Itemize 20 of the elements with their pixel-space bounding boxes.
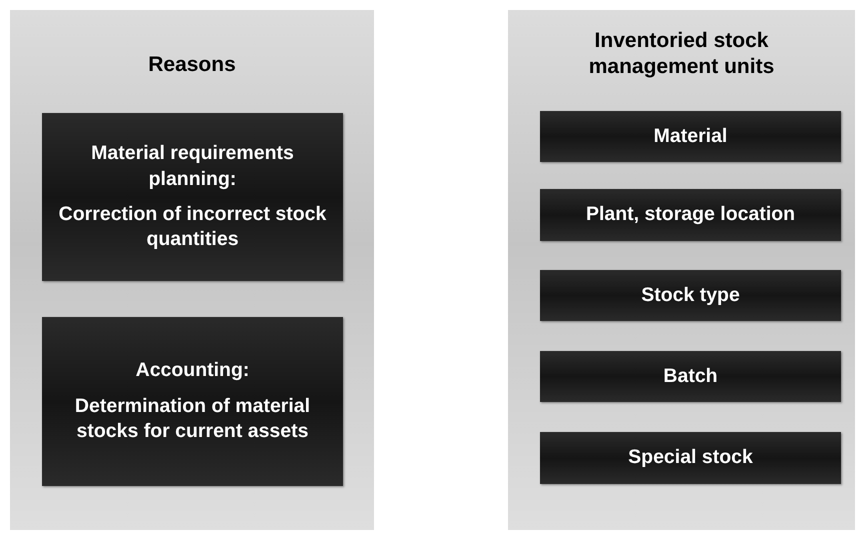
panel-background: [10, 10, 374, 530]
dark-box: [540, 351, 841, 402]
box-text: Determination of material stocks for current assets: [74, 394, 312, 444]
dark-box: [540, 432, 841, 484]
box-text: Plant, storage location: [586, 202, 796, 228]
box-text: Material: [654, 124, 728, 149]
dark-box: [42, 317, 343, 486]
panel-background: [508, 10, 855, 530]
panel-heading: Reasons: [147, 52, 237, 78]
dark-box: [42, 113, 343, 281]
box-text: Stock type: [641, 282, 740, 308]
box-text: Correction of incorrect stock quantities: [58, 202, 328, 252]
dark-box: [540, 111, 841, 162]
panel-heading: Inventoried stock management units: [588, 28, 776, 80]
box-text: Accounting:: [136, 358, 250, 384]
box-text: Material requirements planning:: [90, 141, 295, 192]
dark-box: [540, 270, 841, 321]
box-text: Batch: [663, 364, 718, 389]
box-text: Special stock: [628, 445, 753, 470]
dark-box: [540, 189, 841, 241]
